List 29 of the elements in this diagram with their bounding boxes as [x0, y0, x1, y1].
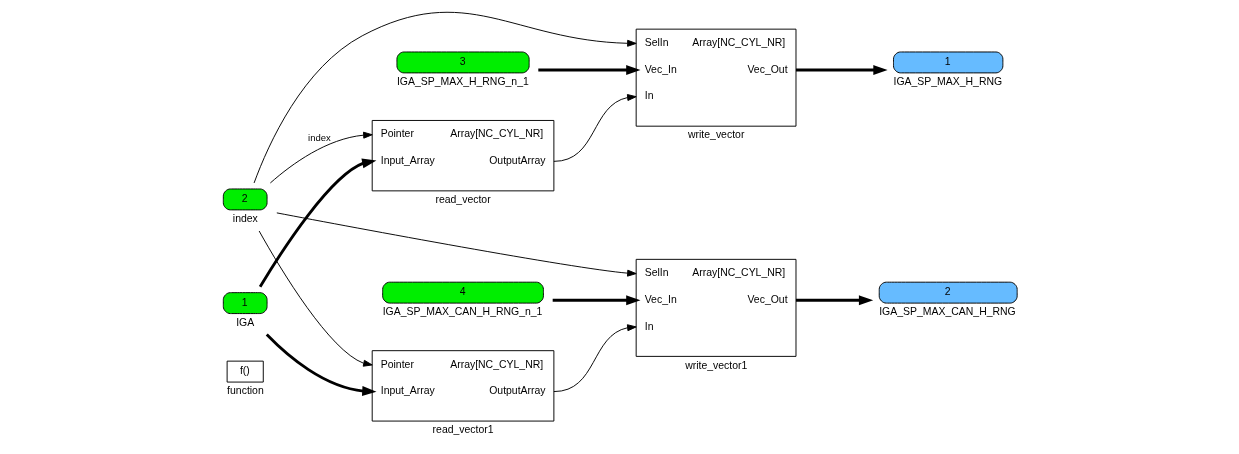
arrow [552, 324, 637, 393]
node-box: SelIn Array[NC_CYL_NR] Vec_In Vec_Out In [635, 258, 796, 357]
arrow [552, 94, 637, 162]
arrow [275, 212, 637, 277]
arrow [537, 65, 640, 76]
arrow [258, 158, 376, 288]
node-label: IGA_SP_MAX_H_RNG [892, 76, 1002, 88]
arrow [258, 230, 373, 367]
node-box: Pointer Array[NC_CYL_NR] Input_Array OutputArray [371, 350, 554, 422]
node-label: function [226, 385, 264, 397]
node-label: IGA_SP_MAX_CAN_H_RNG [878, 306, 1016, 318]
arrow [552, 295, 640, 306]
node-label: IGA_SP_MAX_CAN_H_RNG_n_1 [382, 306, 542, 318]
node-label: index [232, 213, 258, 225]
node-box: Pointer Array[NC_CYL_NR] Input_Array OutputArray [371, 120, 554, 192]
edge-label: index [307, 132, 331, 144]
node-label: write_vector1 [684, 359, 747, 371]
node-label: read_vector1 [432, 424, 494, 436]
arrow [795, 65, 888, 76]
arrow [269, 131, 373, 184]
arrow [265, 333, 376, 397]
node-box: SelIn Array[NC_CYL_NR] Vec_In Vec_Out In [635, 28, 796, 127]
node-label: write_vector [687, 129, 744, 141]
node-label: IGA_SP_MAX_H_RNG_n_1 [396, 76, 529, 88]
node-box: f() [226, 360, 264, 383]
arrow [253, 11, 637, 184]
node-label: read_vector [434, 194, 491, 206]
arrow [795, 295, 873, 306]
node-label: IGA [235, 316, 254, 328]
